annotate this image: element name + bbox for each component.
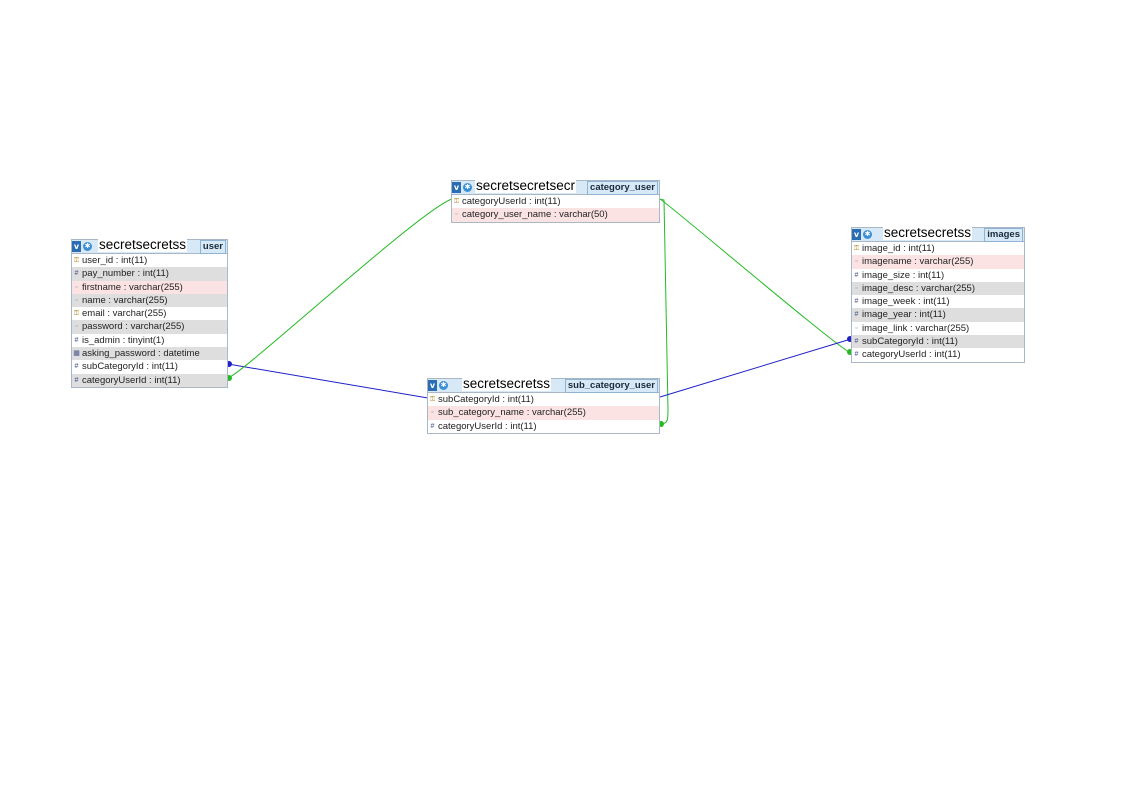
table-header[interactable]: v ✱ secretsecretss sub_category_user xyxy=(428,376,659,393)
text-icon: ▫ xyxy=(855,258,858,266)
hash-icon: # xyxy=(430,422,435,430)
gear-icon[interactable]: ✱ xyxy=(463,183,472,192)
column-row[interactable]: #subCategoryId : int(11) xyxy=(74,361,178,373)
db-label: secretsecretss xyxy=(883,225,973,240)
table-user[interactable]: v ✱ secretsecretss user ⚿user_id : int(1… xyxy=(71,237,228,388)
hash-icon: # xyxy=(854,271,859,279)
text-icon: ▫ xyxy=(855,324,858,332)
column-row[interactable]: ⚿user_id : int(11) xyxy=(73,255,148,266)
column-row[interactable]: #categoryUserId : int(11) xyxy=(430,420,537,432)
table-header[interactable]: v ✱ secretsecretsecr category_user xyxy=(452,178,659,195)
toggle-icon[interactable]: v xyxy=(452,182,461,193)
toggle-icon[interactable]: v xyxy=(852,229,861,240)
toggle-icon[interactable]: v xyxy=(428,380,437,391)
key-icon: ⚿ xyxy=(429,396,436,403)
column-row[interactable]: ▫imagename : varchar(255) xyxy=(852,255,1024,269)
column-row[interactable]: ⚿subCategoryId : int(11) xyxy=(429,394,534,405)
column-row[interactable]: ⚿categoryUserId : int(11) xyxy=(453,196,561,207)
column-row[interactable]: ▫image_link : varchar(255) xyxy=(852,322,1024,335)
column-row[interactable]: #categoryUserId : int(11) xyxy=(72,373,227,387)
relation-line-user-subcategory[interactable] xyxy=(227,363,429,399)
hash-icon: # xyxy=(74,336,79,344)
text-icon: ▫ xyxy=(75,323,78,331)
relation-line-user-category[interactable] xyxy=(227,198,453,379)
table-name[interactable]: category_user xyxy=(587,181,658,195)
table-category-user[interactable]: v ✱ secretsecretsecr category_user ⚿cate… xyxy=(451,178,660,223)
text-icon: ▫ xyxy=(431,409,434,417)
relation-line-images-subcategory[interactable] xyxy=(659,338,852,398)
table-images[interactable]: v ✱ secretsecretss images ⚿image_id : in… xyxy=(851,225,1025,363)
calendar-icon: ▦ xyxy=(73,350,80,358)
column-row[interactable]: #subCategoryId : int(11) xyxy=(852,335,1024,349)
column-row[interactable]: ▫name : varchar(255) xyxy=(72,293,227,308)
hash-icon: # xyxy=(854,298,859,306)
table-name[interactable]: images xyxy=(984,228,1023,242)
key-icon: ⚿ xyxy=(73,310,80,318)
column-row[interactable]: #image_size : int(11) xyxy=(854,269,945,281)
hash-icon: # xyxy=(854,351,859,359)
column-row[interactable]: ▫category_user_name : varchar(50) xyxy=(452,208,659,222)
hash-icon: # xyxy=(74,363,79,371)
text-icon: ▫ xyxy=(855,284,858,292)
column-row[interactable]: #image_year : int(11) xyxy=(852,308,1024,322)
column-row[interactable]: ▫password : varchar(255) xyxy=(72,320,227,334)
table-name[interactable]: user xyxy=(199,240,226,254)
text-icon: ▫ xyxy=(455,211,458,219)
gear-icon[interactable]: ✱ xyxy=(863,230,872,239)
table-header[interactable]: v ✱ secretsecretss images xyxy=(852,225,1024,242)
key-icon: ⚿ xyxy=(73,257,80,264)
toggle-icon[interactable]: v xyxy=(72,241,81,252)
table-sub-category-user[interactable]: v ✱ secretsecretss sub_category_user ⚿su… xyxy=(427,376,660,434)
column-row[interactable]: ▫image_desc : varchar(255) xyxy=(852,281,1024,296)
relation-line-images-category[interactable] xyxy=(659,198,852,354)
db-label: secretsecretss xyxy=(462,376,552,391)
hash-icon: # xyxy=(854,311,859,319)
column-row[interactable]: ▫sub_category_name : varchar(255) xyxy=(428,406,659,420)
key-icon: ⚿ xyxy=(853,245,860,252)
hash-icon: # xyxy=(74,270,79,278)
column-row[interactable]: ▫firstname : varchar(255) xyxy=(72,280,227,294)
text-icon: ▫ xyxy=(75,283,78,291)
gear-icon[interactable]: ✱ xyxy=(83,242,92,251)
column-row[interactable]: #image_week : int(11) xyxy=(854,296,950,308)
column-row[interactable]: ⚿image_id : int(11) xyxy=(853,243,935,254)
table-name[interactable]: sub_category_user xyxy=(564,379,658,393)
hash-icon: # xyxy=(74,376,79,384)
column-row[interactable]: ⚿email : varchar(255) xyxy=(73,308,167,320)
key-icon: ⚿ xyxy=(453,198,460,205)
db-label: secretsecretsecr xyxy=(475,178,577,193)
gear-icon[interactable]: ✱ xyxy=(439,381,448,390)
db-label: secretsecretss xyxy=(98,237,188,252)
column-row[interactable]: #categoryUserId : int(11) xyxy=(854,349,961,361)
column-row[interactable]: ▦asking_password : datetime xyxy=(72,347,227,361)
table-header[interactable]: v ✱ secretsecretss user xyxy=(72,237,227,254)
column-row[interactable]: #pay_number : int(11) xyxy=(72,267,227,281)
column-row[interactable]: #is_admin : tinyint(1) xyxy=(74,334,165,346)
relation-line-subcategory-category[interactable] xyxy=(658,198,669,425)
text-icon: ▫ xyxy=(75,296,78,304)
hash-icon: # xyxy=(854,338,859,346)
